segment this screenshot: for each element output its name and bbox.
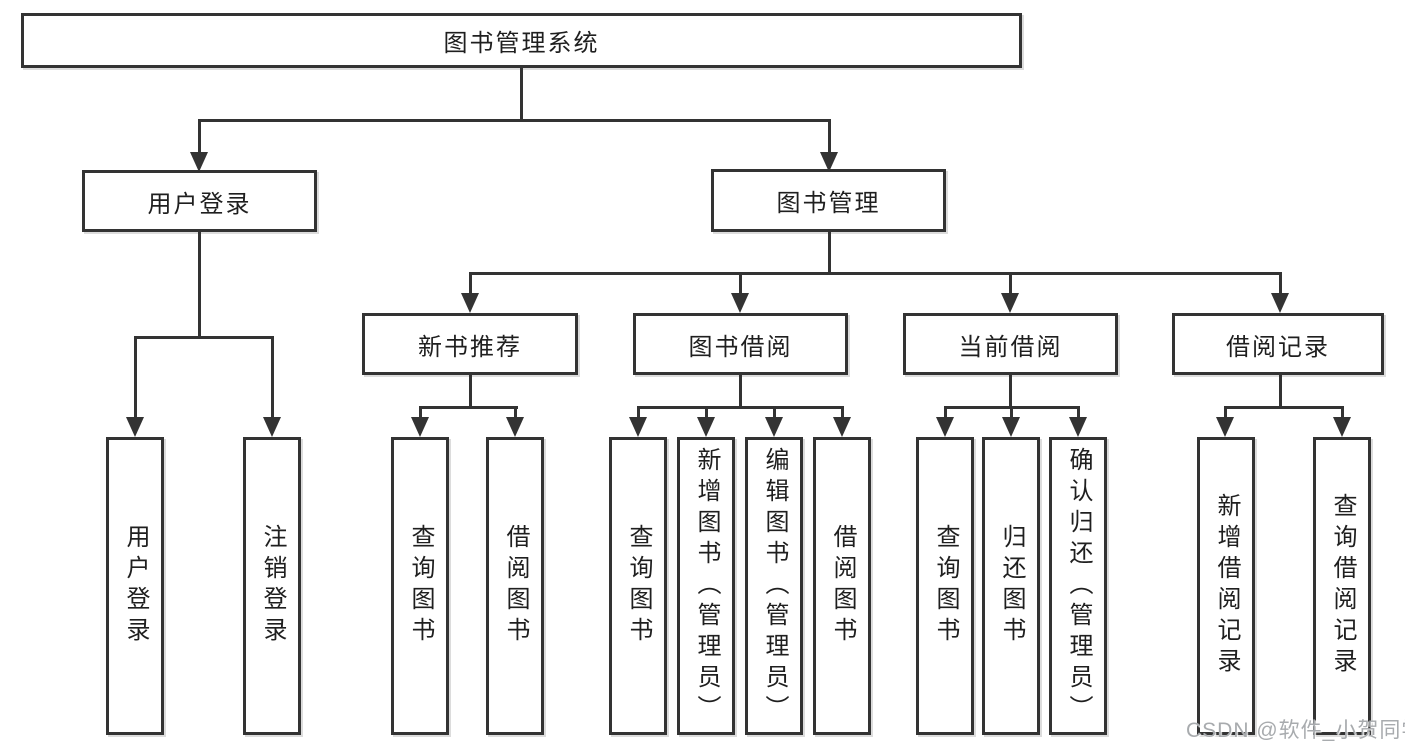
connector-bar-current-borrow bbox=[944, 406, 1080, 409]
connector-stem-leaf-logout bbox=[271, 337, 274, 421]
leaf-add-borrow-record: 新增借阅记录 bbox=[1197, 437, 1255, 735]
arrow-g5-1 bbox=[1216, 417, 1234, 437]
connector-stem-new-book bbox=[469, 273, 472, 297]
connector-trunk-new-book bbox=[469, 375, 472, 409]
leaf-query-books-current: 查询图书 bbox=[916, 437, 974, 735]
arrow-book-borrow bbox=[731, 293, 749, 313]
arrow-g3-4 bbox=[833, 417, 851, 437]
connector-stem-g2-2 bbox=[514, 408, 517, 421]
connector-stem-book-borrow bbox=[739, 273, 742, 297]
arrow-g4-2 bbox=[1002, 417, 1020, 437]
leaf-logout: 注销登录 bbox=[243, 437, 301, 735]
leaf-confirm-return-admin: 确认归还（管理员） bbox=[1049, 437, 1107, 735]
connector-stem-g4-2 bbox=[1010, 408, 1013, 421]
arrow-g2-2 bbox=[506, 417, 524, 437]
leaf-return-books: 归还图书 bbox=[982, 437, 1040, 735]
connector-stem-g3-3 bbox=[773, 408, 776, 421]
connector-stem-g5-1 bbox=[1224, 408, 1227, 421]
node-new-book-recommend: 新书推荐 bbox=[362, 313, 578, 375]
csdn-watermark: CSDN @软件_小贺同学 bbox=[1186, 719, 1405, 742]
connector-bar-user-login bbox=[134, 336, 274, 339]
node-current-borrow: 当前借阅 bbox=[903, 313, 1118, 375]
connector-stem-g3-4 bbox=[841, 408, 844, 421]
connector-level2-bar bbox=[198, 119, 831, 122]
leaf-add-books-admin: 新增图书（管理员） bbox=[677, 437, 735, 735]
arrow-g3-2 bbox=[697, 417, 715, 437]
connector-stem-g2-1 bbox=[419, 408, 422, 421]
connector-trunk-current-borrow bbox=[1009, 375, 1012, 409]
connector-trunk-borrow-records bbox=[1279, 375, 1282, 409]
leaf-edit-books-admin: 编辑图书（管理员） bbox=[745, 437, 803, 735]
arrow-user-login bbox=[190, 152, 208, 172]
arrow-g3-1 bbox=[629, 417, 647, 437]
connector-trunk-user-login bbox=[198, 232, 201, 339]
connector-stem-g5-2 bbox=[1341, 408, 1344, 421]
arrow-g5-2 bbox=[1333, 417, 1351, 437]
connector-root-trunk bbox=[520, 68, 523, 122]
connector-stem-g3-1 bbox=[637, 408, 640, 421]
connector-stem-book-management bbox=[828, 120, 831, 156]
arrow-leaf-login bbox=[126, 417, 144, 437]
leaf-query-books-recommend: 查询图书 bbox=[391, 437, 449, 735]
leaf-query-borrow-record: 查询借阅记录 bbox=[1313, 437, 1371, 735]
arrow-current-borrow bbox=[1001, 293, 1019, 313]
node-book-management: 图书管理 bbox=[711, 169, 946, 232]
connector-stem-current-borrow bbox=[1009, 273, 1012, 297]
node-user-login: 用户登录 bbox=[82, 170, 317, 232]
arrow-new-book bbox=[461, 293, 479, 313]
connector-stem-borrow-records bbox=[1279, 273, 1282, 297]
arrow-leaf-logout bbox=[263, 417, 281, 437]
arrow-g2-1 bbox=[411, 417, 429, 437]
connector-level3-bar bbox=[469, 272, 1282, 275]
connector-stem-user-login bbox=[198, 120, 201, 156]
connector-stem-leaf-login bbox=[134, 337, 137, 421]
connector-bar-book-borrow bbox=[637, 406, 844, 409]
node-root-title: 图书管理系统 bbox=[21, 13, 1022, 68]
arrow-g4-3 bbox=[1069, 417, 1087, 437]
leaf-query-books-borrow: 查询图书 bbox=[609, 437, 667, 735]
connector-stem-g4-1 bbox=[944, 408, 947, 421]
arrow-book-management bbox=[820, 152, 838, 172]
connector-bar-new-book bbox=[419, 406, 518, 409]
connector-trunk-book-management bbox=[828, 232, 831, 275]
arrow-g4-1 bbox=[936, 417, 954, 437]
connector-stem-g4-3 bbox=[1077, 408, 1080, 421]
leaf-borrow-books-recommend: 借阅图书 bbox=[486, 437, 544, 735]
leaf-user-login: 用户登录 bbox=[106, 437, 164, 735]
leaf-borrow-books: 借阅图书 bbox=[813, 437, 871, 735]
node-borrow-records: 借阅记录 bbox=[1172, 313, 1384, 375]
arrow-g3-3 bbox=[765, 417, 783, 437]
connector-bar-borrow-records bbox=[1224, 406, 1344, 409]
node-book-borrow: 图书借阅 bbox=[633, 313, 848, 375]
connector-trunk-book-borrow bbox=[739, 375, 742, 409]
connector-stem-g3-2 bbox=[705, 408, 708, 421]
arrow-borrow-records bbox=[1271, 293, 1289, 313]
